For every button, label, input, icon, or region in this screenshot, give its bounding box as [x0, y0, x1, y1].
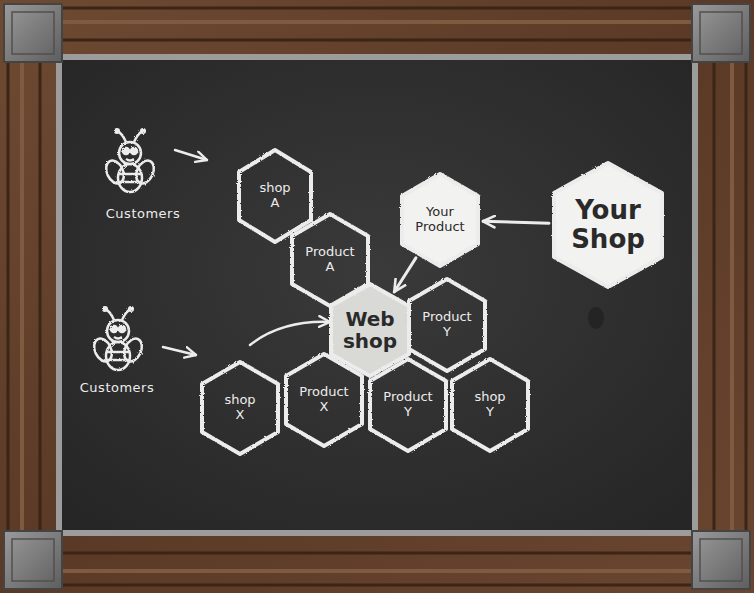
node-label: shop A [259, 181, 290, 210]
corner-brackets [4, 4, 750, 589]
hexagon-node: shop Y [450, 357, 530, 453]
flow-arrow [483, 221, 549, 223]
hexagon-shape [331, 284, 409, 376]
hexagon-node: Your Product [400, 172, 480, 268]
hexagon-shape [370, 359, 446, 451]
chalkboard [62, 60, 692, 530]
hexagon-node: Product X [284, 352, 364, 448]
node-label: Product X [299, 385, 348, 414]
node-label: Your Product [415, 205, 464, 234]
node-label: Product Y [383, 390, 432, 419]
hexagon-shape [402, 174, 478, 266]
customer-arrow [175, 150, 207, 160]
frame-molding [22, 22, 732, 571]
node-label: Your Shop [571, 196, 645, 254]
node-label: shop Y [474, 390, 505, 419]
frame-molding [8, 8, 746, 585]
hexagon-shape [239, 150, 311, 242]
hexagon-shape [409, 279, 485, 371]
hexagon-shape [202, 362, 278, 454]
board-bevel [56, 54, 698, 536]
node-label: Product A [305, 245, 354, 274]
hexagon-node: shop X [200, 360, 280, 456]
hexagon-shape [452, 359, 528, 451]
flow-arrow [394, 258, 416, 292]
frame-molding [40, 40, 714, 553]
figure-label: Customers [80, 380, 154, 395]
hexagon-node: Your Shop [552, 161, 664, 289]
hexagon-node: Product Y [368, 357, 448, 453]
node-label: Web shop [343, 308, 397, 353]
node-label: Product Y [422, 310, 471, 339]
hexagon-node: Product Y [407, 277, 487, 373]
board-smudge [588, 307, 604, 329]
hexagon-shape [286, 354, 362, 446]
bee-figure [91, 307, 146, 370]
hexagon-shape [554, 163, 662, 287]
figure-label: Customers [106, 206, 180, 221]
node-label: shop X [224, 393, 255, 422]
bee-figure [103, 129, 158, 192]
customer-arrow [163, 347, 196, 355]
customer-arrow [250, 322, 330, 345]
